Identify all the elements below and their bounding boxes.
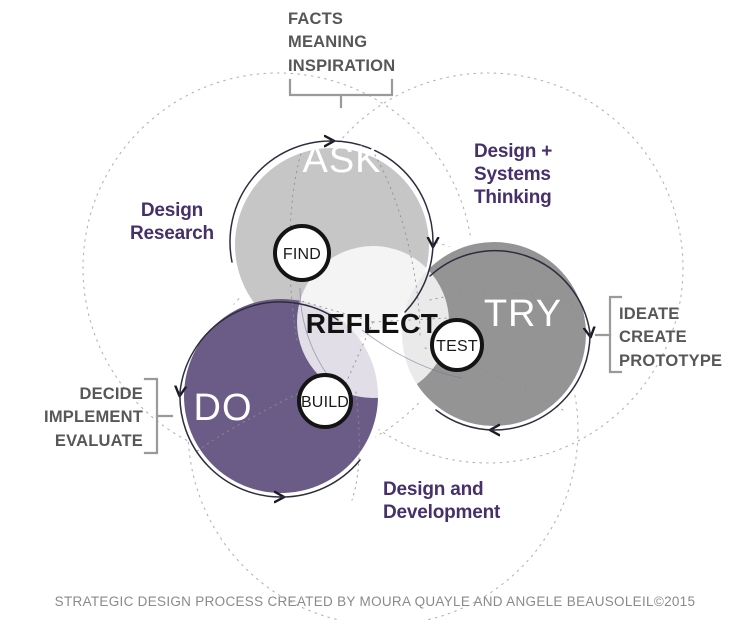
flow-arc-try-a <box>429 249 590 333</box>
flow-arc-do-b <box>179 391 280 497</box>
node-circles <box>273 224 484 429</box>
flow-arc-try-b <box>494 332 591 430</box>
node-label-test: TEST <box>436 338 478 355</box>
node-circle-test[interactable] <box>430 318 484 372</box>
spoke-do-left <box>195 377 331 453</box>
phase-circle-try[interactable] <box>402 242 586 426</box>
spoke-core-a <box>297 299 374 323</box>
discipline-label-design-systems-thinking: Design + Systems Thinking <box>474 141 553 209</box>
flow-arc-do-tail <box>279 459 361 498</box>
spoke-core-c <box>341 321 374 393</box>
phase-label-reflect: REFLECT <box>306 308 439 339</box>
spoke-core-b <box>372 317 449 323</box>
discipline-label-design-and-development: Design and Development <box>383 479 501 524</box>
flow-arc-try-tail <box>435 409 495 431</box>
flow-arc-ask-a <box>229 141 330 263</box>
left-bracket <box>143 377 174 455</box>
phase-label-do: DO <box>194 387 253 429</box>
node-circle-build[interactable] <box>297 373 353 429</box>
annotation-top-bracket-text: FACTS MEANING INSPIRATION <box>288 10 396 75</box>
node-label-find: FIND <box>283 246 321 263</box>
right-bracket <box>594 295 623 374</box>
phase-label-try: TRY <box>484 293 562 335</box>
spoke-ask-left <box>289 149 303 341</box>
node-circle-find[interactable] <box>273 224 331 282</box>
footer-credit: STRATEGIC DESIGN PROCESS CREATED BY MOUR… <box>54 594 696 609</box>
flow-arc-ask-b <box>329 140 433 243</box>
top-bracket <box>288 78 394 109</box>
annotation-right-bracket-text: IDEATE CREATE PROTOTYPE <box>619 305 723 370</box>
annotation-left-bracket-text: DECIDE IMPLEMENT EVALUATE <box>44 385 143 450</box>
discipline-label-design-research: Design Research <box>130 200 214 245</box>
spoke-do-right <box>351 391 360 501</box>
flow-arcs <box>180 141 590 497</box>
flow-arc-ask-tail <box>404 242 434 313</box>
phase-label-ask: ASK <box>302 139 381 181</box>
flow-arc-do-a <box>180 301 339 392</box>
curve-reflect-try <box>361 329 463 379</box>
spoke-try-upper <box>429 292 587 313</box>
node-label-build: BUILD <box>301 394 349 411</box>
